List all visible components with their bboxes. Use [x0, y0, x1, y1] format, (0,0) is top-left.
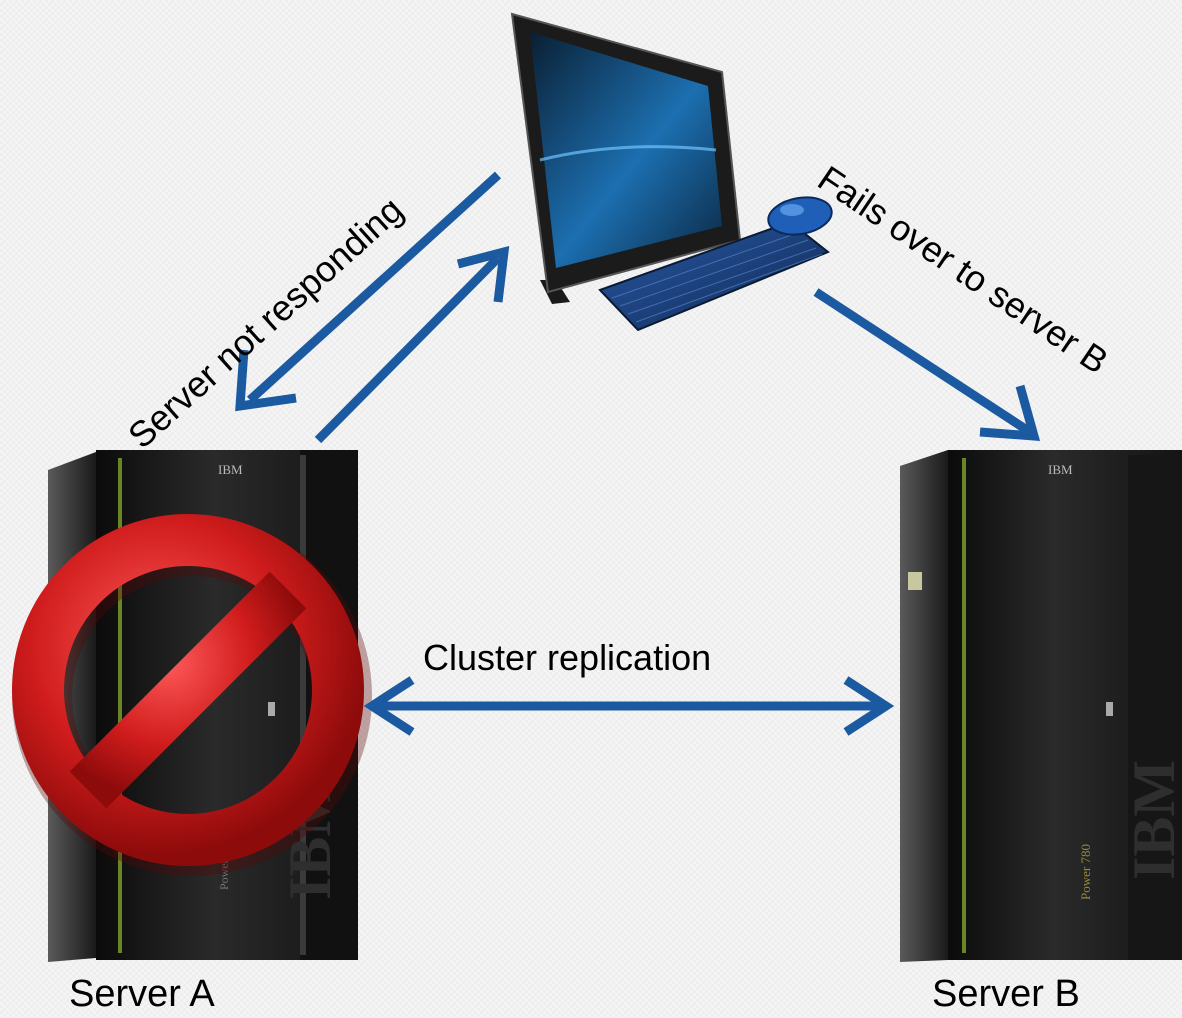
- svg-text:IBM: IBM: [1048, 462, 1073, 477]
- arrow-not-responding: [235, 171, 502, 412]
- svg-text:IBM: IBM: [1121, 760, 1182, 880]
- prohibited-icon: [12, 514, 372, 876]
- arrow-cluster-replication: [363, 676, 895, 736]
- server-b-icon: IBM Power 780 IBM: [900, 450, 1182, 962]
- server-a-label: Server A: [69, 973, 215, 1015]
- server-b-label: Server B: [932, 973, 1080, 1015]
- computer-icon: [510, 12, 833, 332]
- cluster-replication-label: Cluster replication: [423, 637, 712, 678]
- svg-text:IBM: IBM: [218, 462, 243, 477]
- svg-text:Power 780: Power 780: [1078, 844, 1093, 900]
- arrow-to-computer: [314, 245, 510, 444]
- svg-text:Power: Power: [217, 859, 231, 890]
- arrow-failover: [813, 288, 1041, 441]
